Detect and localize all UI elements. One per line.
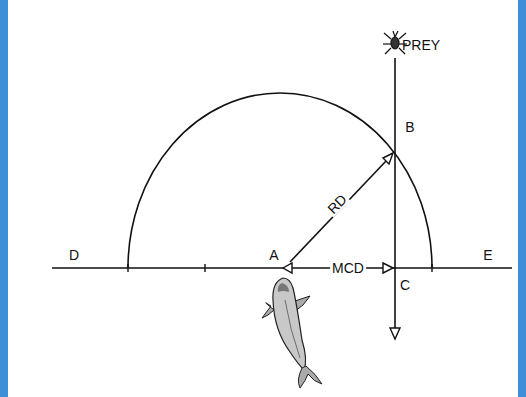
point-label: D — [69, 248, 79, 262]
prey-path — [394, 58, 396, 328]
frame-bar — [518, 0, 526, 397]
prey-label: PREY — [402, 38, 440, 52]
arrowhead — [390, 328, 400, 339]
fish-illustration — [262, 278, 322, 388]
point-label: A — [269, 248, 278, 262]
tick-marks — [128, 264, 432, 272]
distance-label: RD — [323, 190, 350, 217]
point-label: B — [405, 120, 414, 134]
arrowhead — [383, 153, 393, 164]
frame-bar — [0, 0, 8, 397]
distance-label: MCD — [330, 261, 366, 275]
point-label: E — [483, 248, 492, 262]
reaction-arc — [128, 93, 432, 268]
point-label: C — [400, 278, 410, 292]
reaction-distance-line — [290, 160, 387, 262]
arrowhead — [283, 263, 292, 273]
arrowhead — [383, 263, 393, 273]
